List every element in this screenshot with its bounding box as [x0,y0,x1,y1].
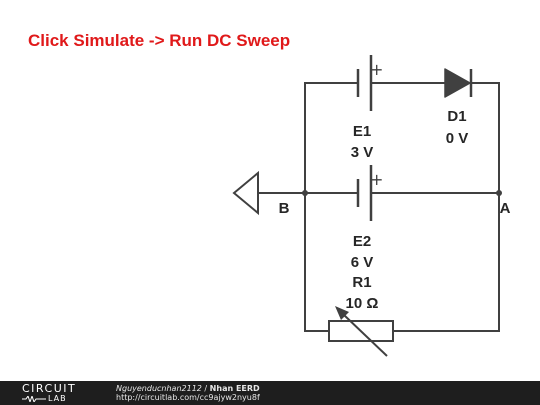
e1-polarity-plus: + [370,60,383,79]
e2-value-label: 6 V [351,254,374,271]
logo-text-bottom: LAB [48,394,67,403]
e2-polarity-plus: + [370,170,383,189]
wiper-arrowhead [335,306,349,320]
potentiometer-r1[interactable] [328,306,394,357]
e2-name-label: E2 [353,233,371,250]
wire-bottom-right [392,192,500,332]
wiper-arrow-line [343,314,388,357]
instruction-text: Click Simulate -> Run DC Sweep [28,31,290,50]
credit-block: Nguyenducnhan2112 / Nhan EERD http://cir… [116,384,260,402]
wire-top-right [470,82,500,194]
author-separator: / [201,384,210,393]
circuitlab-logo[interactable]: CIRCUIT LAB [22,383,94,403]
wire-bottom-left [304,192,330,332]
wire-top-left [304,82,358,194]
logo-wave-icon [22,396,46,402]
author-name[interactable]: Nguyenducnhan2112 [116,384,202,393]
e1-value-label: 3 V [351,144,374,161]
e1-name-label: E1 [353,123,371,140]
footer-bar: CIRCUIT LAB Nguyenducnhan2112 / Nhan EER… [0,381,540,405]
ground-icon[interactable] [232,170,259,216]
junction-node-a [496,190,502,196]
d1-value-label: 0 V [446,130,469,147]
battery-e2[interactable]: + [356,165,383,221]
node-b-label: B [279,200,290,217]
junction-node-b [302,190,308,196]
battery-e1[interactable]: + [356,55,383,111]
author-org[interactable]: Nhan EERD [209,384,260,393]
node-a-label: A [500,200,511,217]
r1-value-label: 10 Ω [346,295,379,312]
logo-text-top: CIRCUIT [22,382,77,395]
d1-name-label: D1 [447,108,466,125]
diode-d1[interactable] [444,68,473,98]
circuit-url[interactable]: http://circuitlab.com/cc9ajyw2nyu8f [116,393,260,402]
r1-name-label: R1 [352,274,371,291]
